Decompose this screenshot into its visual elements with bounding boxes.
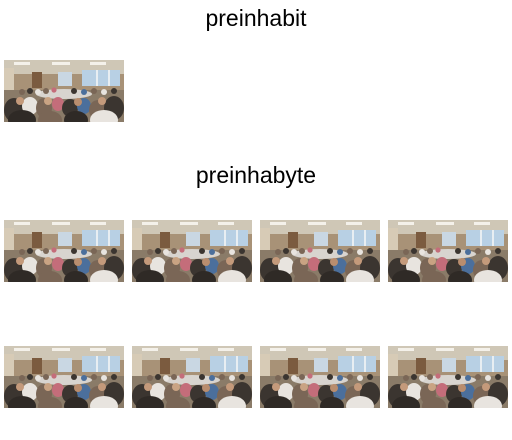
thumbnail-image[interactable]	[132, 220, 252, 282]
meeting-room-photo	[260, 220, 380, 282]
thumbnail-image[interactable]	[260, 346, 380, 408]
meeting-room-photo	[132, 346, 252, 408]
meeting-room-photo	[260, 346, 380, 408]
thumbnail-image[interactable]	[388, 220, 508, 282]
thumbnail-image[interactable]	[388, 346, 508, 408]
thumbnail-image[interactable]	[132, 346, 252, 408]
meeting-room-photo	[388, 220, 508, 282]
thumbnail-image[interactable]	[4, 346, 124, 408]
meeting-room-photo	[132, 220, 252, 282]
thumbnail-image[interactable]	[260, 220, 380, 282]
meeting-room-photo	[4, 60, 124, 122]
thumbnail-image[interactable]	[4, 60, 124, 122]
meeting-room-photo	[4, 220, 124, 282]
thumbnail-image[interactable]	[4, 220, 124, 282]
meeting-room-photo	[388, 346, 508, 408]
section-title-preinhabit: preinhabit	[205, 5, 307, 31]
section-title-preinhabyte: preinhabyte	[195, 162, 317, 188]
meeting-room-photo	[4, 346, 124, 408]
